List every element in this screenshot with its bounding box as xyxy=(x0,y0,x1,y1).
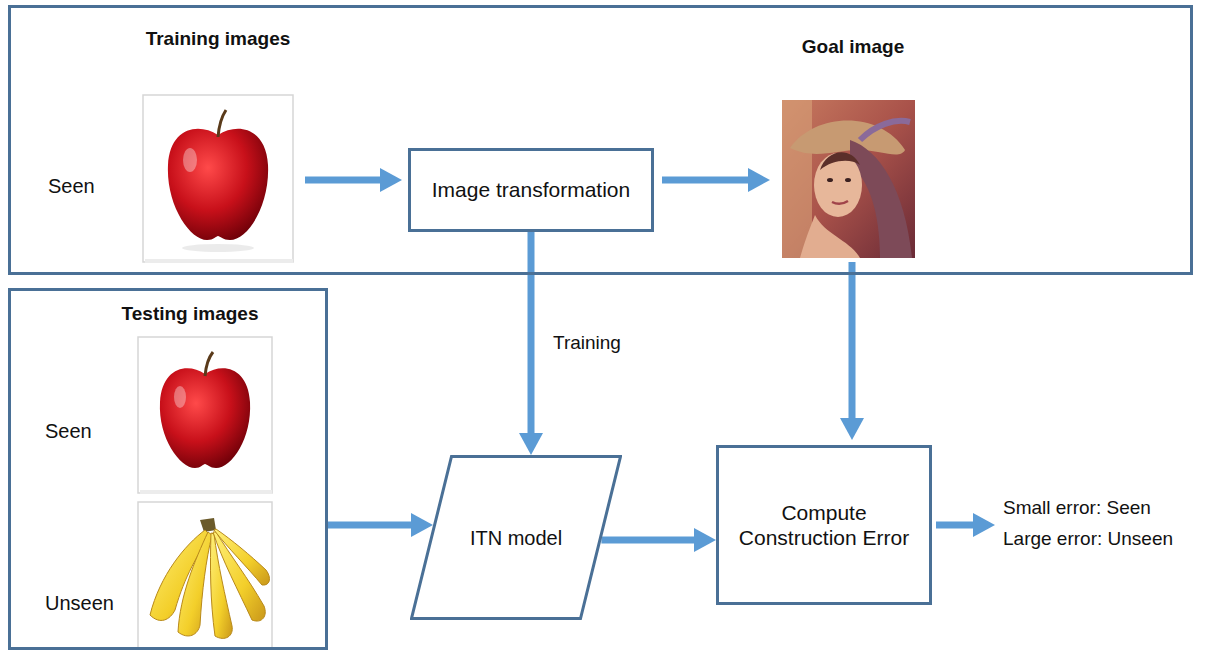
arrow-head xyxy=(519,433,543,455)
flow-connector xyxy=(601,528,716,552)
arrow-head xyxy=(694,528,716,552)
testing-panel: Testing imagesSeenUnseen xyxy=(8,288,328,650)
flow-connector xyxy=(328,513,433,537)
panel-heading: Training images xyxy=(146,28,291,51)
box-label: Compute Construction Error xyxy=(729,500,919,550)
box-label: ITN model xyxy=(442,526,590,550)
training-panel: Training imagesSeen Goal imageImage trans… xyxy=(8,5,1193,275)
process-box: Compute Construction Error xyxy=(716,445,932,605)
box-label: Image transformation xyxy=(432,177,630,202)
row-label: Unseen xyxy=(45,591,114,615)
edge-label: Training xyxy=(553,332,621,355)
row-label: Seen xyxy=(48,174,95,198)
model-parallelogram: ITN model xyxy=(410,455,622,620)
process-box: Image transformation xyxy=(408,148,654,232)
result-label: Small error: Seen xyxy=(1003,497,1151,520)
image-heading: Goal image xyxy=(802,36,904,59)
training-apple-image xyxy=(143,95,293,263)
result-label: Large error: Unseen xyxy=(1003,528,1173,551)
testing-apple-image xyxy=(138,337,272,494)
flow-connector xyxy=(519,232,543,455)
banana-image xyxy=(138,502,272,648)
parallelogram-shape xyxy=(412,457,621,619)
panel-heading: Testing images xyxy=(122,303,259,326)
connector-line xyxy=(328,522,413,529)
connector-line xyxy=(601,537,696,544)
connector-line xyxy=(528,232,535,435)
arrow-head xyxy=(411,513,433,537)
row-label: Seen xyxy=(45,419,92,443)
goal-image xyxy=(782,100,915,258)
